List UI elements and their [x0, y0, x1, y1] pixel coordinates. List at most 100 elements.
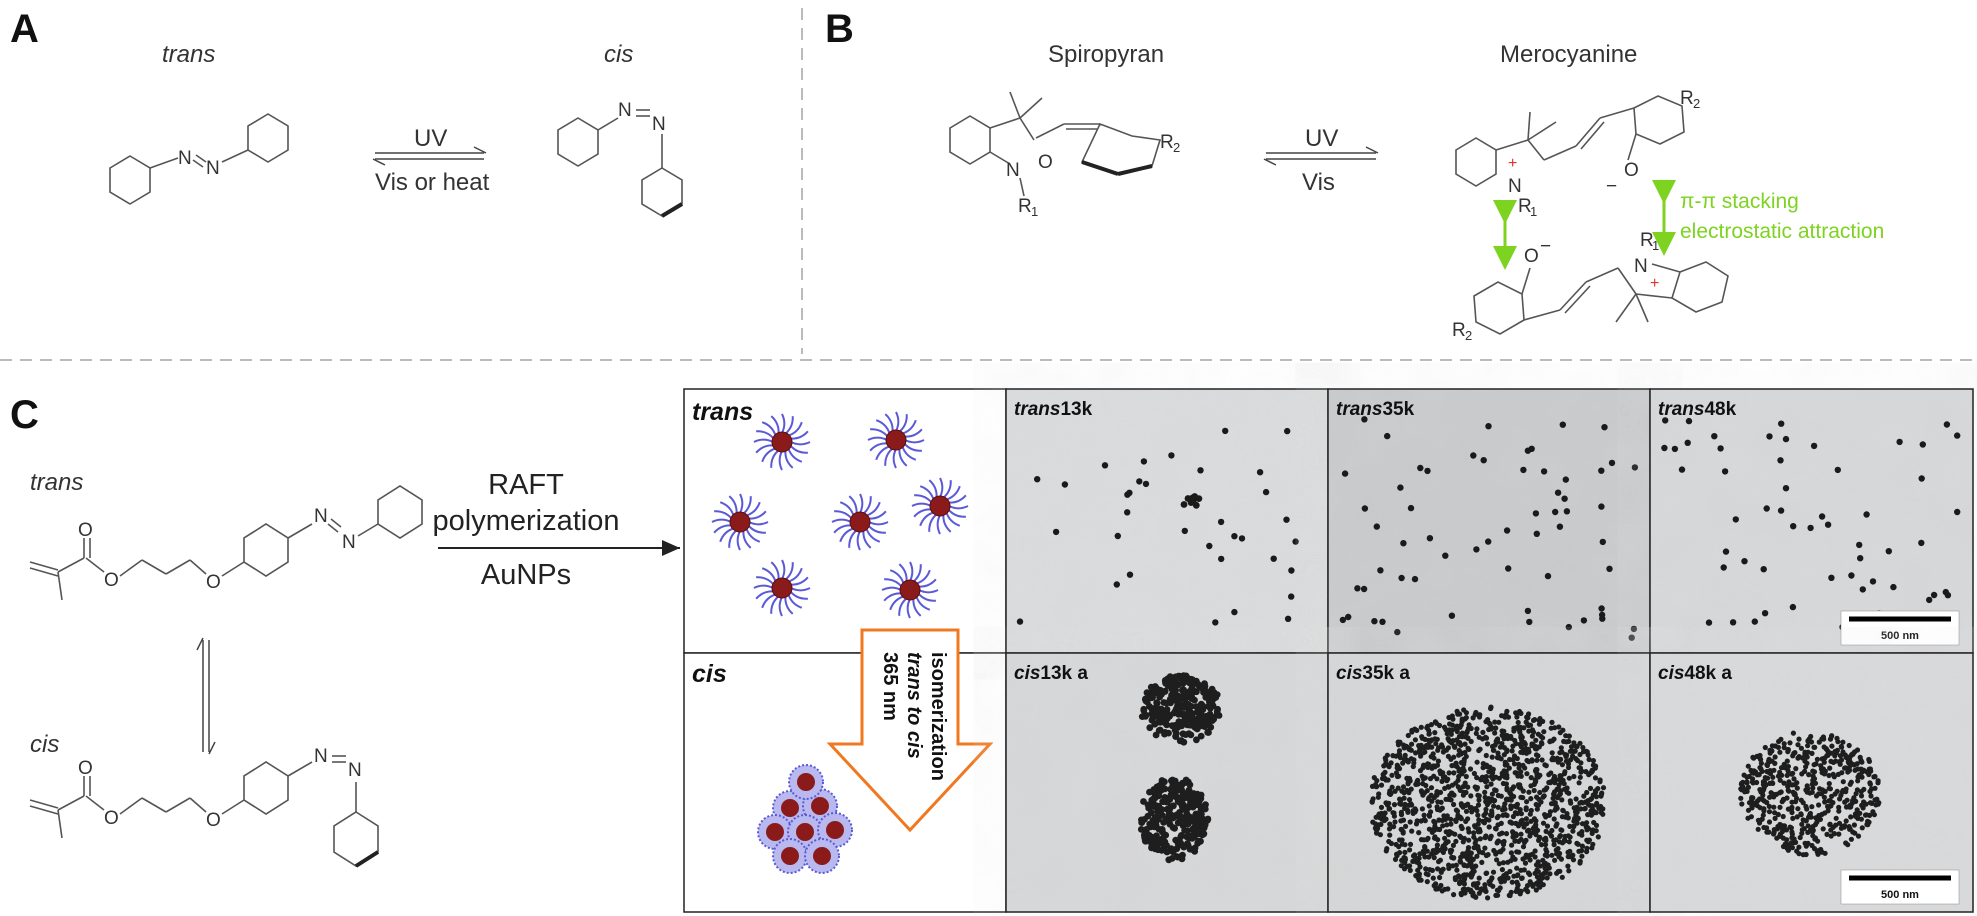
- isomerization-text-1: 365 nm: [879, 652, 901, 721]
- tem-label-prefix: trans: [1014, 399, 1060, 420]
- tem-label: trans35k: [1336, 399, 1415, 420]
- tem-image-cis-13k-a: cis13k a: [1005, 652, 1329, 913]
- tem-label: cis35k a: [1336, 663, 1410, 684]
- isomerization-arrow: 365 nm trans to cis isomerization: [826, 628, 994, 833]
- c-cis-ether-o: O: [206, 810, 221, 831]
- mero-atom-o-bottom: O: [1524, 246, 1539, 267]
- panel-b-letter: B: [825, 7, 854, 51]
- c-cis-n-1: N: [314, 746, 328, 767]
- merocyanine-top: N + R 1 R 2 O −: [1455, 88, 1700, 219]
- polymerization-label: polymerization: [433, 505, 620, 537]
- spiro-sub-1: 1: [1031, 204, 1038, 219]
- pi-stacking-label: π-π stacking: [1680, 190, 1799, 213]
- panel-b: B Spiropyran Merocyanine N R 1 O R 2: [825, 7, 1884, 343]
- tem-particles: [1369, 704, 1607, 901]
- scale-bar-label: 500 nm: [1881, 630, 1919, 642]
- raft-label: RAFT: [488, 469, 564, 501]
- tem-label-suffix: 13k: [1060, 399, 1092, 420]
- atom-n-2: N: [206, 158, 220, 179]
- merocyanine-bottom: R 2 O − N + R 1: [1452, 230, 1729, 343]
- hairy-nanoparticle: [711, 493, 769, 551]
- cis-monomer-structure: O O O N N: [29, 746, 380, 868]
- mero-sub-1-bottom: 1: [1652, 238, 1659, 253]
- mero-sub-1-top: 1: [1530, 204, 1537, 219]
- trans-azobenzene: N N: [109, 113, 289, 205]
- dispersed-nanoparticles: [711, 411, 969, 619]
- panel-b-vis-label: Vis: [1302, 169, 1335, 196]
- tem-particles: [1137, 672, 1223, 864]
- isomerization-text-3: isomerization: [927, 652, 949, 781]
- panel-c-trans-label: trans: [30, 469, 83, 496]
- atom-n-3: N: [618, 100, 632, 121]
- tem-label: cis13k a: [1014, 663, 1088, 684]
- mero-minus-bottom: −: [1540, 236, 1551, 257]
- panel-a-vis-heat-label: Vis or heat: [375, 169, 490, 196]
- mero-atom-r1-top: R: [1518, 196, 1532, 217]
- spiro-atom-r1: R: [1018, 196, 1032, 217]
- panel-a-trans-label: trans: [162, 41, 215, 68]
- tem-particles: [1738, 730, 1882, 858]
- panel-c: C trans cis O O O N N: [10, 388, 1974, 913]
- aggregated-nanoparticle: [804, 838, 840, 874]
- tem-image-cis-48k-a: cis48k a 500 nm: [1649, 652, 1974, 913]
- tem-label-suffix: 35k a: [1362, 663, 1410, 684]
- c-cis-ester-o: O: [104, 808, 119, 829]
- aunps-label: AuNPs: [481, 559, 571, 591]
- c-cis-n-2: N: [348, 760, 362, 781]
- tem-label-suffix: 13k a: [1040, 663, 1088, 684]
- panel-a: A trans cis N N UV Vis or heat N: [10, 7, 684, 218]
- atom-n-4: N: [652, 114, 666, 135]
- tem-label-prefix: trans: [1658, 399, 1704, 420]
- tem-label-suffix: 48k a: [1684, 663, 1732, 684]
- atom-n-1: N: [178, 148, 192, 169]
- scale-bar-label: 500 nm: [1881, 889, 1919, 901]
- scale-bar: 500 nm: [1840, 610, 1960, 646]
- c-trans-n-2: N: [342, 532, 356, 553]
- raft-reaction-arrow: RAFT polymerization AuNPs: [433, 469, 680, 591]
- merocyanine-label: Merocyanine: [1500, 41, 1637, 68]
- mero-plus-top: +: [1508, 155, 1517, 172]
- tem-label: trans13k: [1014, 399, 1093, 420]
- mero-atom-n-bottom: N: [1634, 256, 1648, 277]
- c-cis-carbonyl-o: O: [78, 758, 93, 779]
- tem-image-cis-35k-a: cis35k a: [1327, 652, 1651, 913]
- mero-sub-2-bottom: 2: [1465, 328, 1472, 343]
- hairy-nanoparticle: [881, 561, 939, 619]
- aggregated-nanoparticle: [772, 838, 808, 874]
- c-trans-ether-o: O: [206, 572, 221, 593]
- mero-atom-r1-bottom: R: [1640, 230, 1654, 251]
- hairy-nanoparticle: [911, 477, 969, 535]
- hairy-nanoparticle: [867, 411, 925, 469]
- tem-label-prefix: trans: [1336, 399, 1382, 420]
- aggregated-nanoparticle: [817, 812, 853, 848]
- schematic-trans-title: trans: [692, 398, 753, 426]
- mero-atom-r2-bottom: R: [1452, 320, 1466, 341]
- scale-bar: 500 nm: [1840, 869, 1960, 905]
- tem-label-suffix: 48k: [1704, 399, 1736, 420]
- trans-monomer-structure: O O O N N: [29, 485, 423, 601]
- mero-sub-2-top: 2: [1693, 96, 1700, 111]
- aggregated-nanoparticle: [788, 764, 824, 800]
- tem-label-prefix: cis: [1336, 663, 1362, 684]
- schematic-panel: trans cis 365 nm trans to cis isomerizat…: [683, 388, 1007, 913]
- spiro-atom-r2: R: [1160, 132, 1174, 153]
- spiro-sub-2: 2: [1173, 140, 1180, 155]
- mero-atom-n-top: N: [1508, 176, 1522, 197]
- tem-label: trans48k: [1658, 399, 1737, 420]
- tem-image-trans-35k: trans35k: [1327, 388, 1651, 654]
- panel-a-letter: A: [10, 7, 39, 51]
- schematic-cis-title: cis: [692, 660, 727, 688]
- tem-particles: [1016, 427, 1299, 626]
- panel-b-equilibrium: UV Vis: [1263, 125, 1379, 196]
- panel-c-letter: C: [10, 393, 39, 437]
- tem-image-trans-48k: trans48k 500 nm: [1649, 388, 1974, 654]
- tem-image-trans-13k: trans13k: [1005, 388, 1329, 654]
- mero-plus-bottom: +: [1650, 275, 1659, 292]
- spiro-atom-n: N: [1006, 160, 1020, 181]
- spiropyran-label: Spiropyran: [1048, 41, 1164, 68]
- mero-atom-o-top: O: [1624, 160, 1639, 181]
- tem-label-prefix: cis: [1014, 663, 1040, 684]
- tem-label-prefix: cis: [1658, 663, 1684, 684]
